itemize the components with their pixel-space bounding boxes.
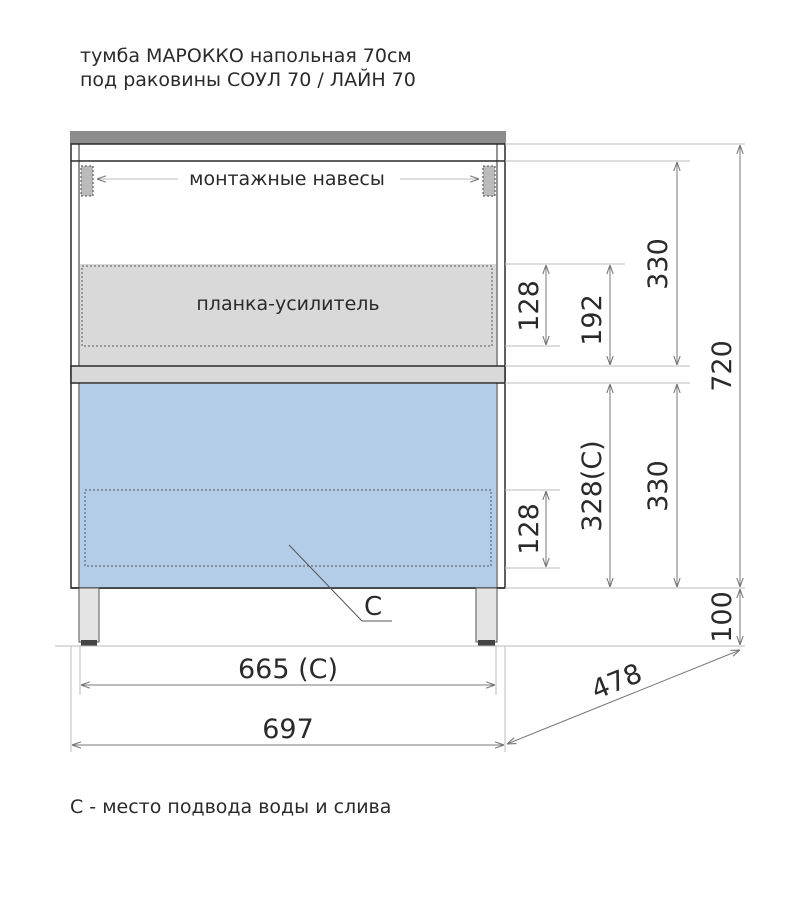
middle-shelf (70, 365, 506, 384)
connection-zone (80, 384, 496, 588)
reinforcement-dotted (81, 265, 493, 347)
dim-plank-128: 128 (514, 280, 545, 332)
footnote: С - место подвода воды и слива (70, 796, 392, 818)
reinforcement-zone (80, 264, 496, 366)
top-panel (70, 131, 506, 144)
leg-left-foot (81, 640, 97, 646)
leg-right-foot (478, 640, 495, 646)
dim-total-720: 720 (707, 340, 738, 392)
leg-left (78, 587, 100, 643)
dim-depth-478: 478 (587, 658, 646, 706)
dim-total-697: 697 (262, 714, 314, 745)
dim-upper-330: 330 (643, 238, 674, 290)
dim-inner-665: 665 (С) (238, 654, 338, 685)
lower-plank-dotted (84, 489, 492, 567)
dim-lower-328: 328(С) (577, 440, 608, 531)
hanger-left (80, 165, 94, 197)
title-block: тумба МАРОККО напольная 70см под раковин… (80, 44, 416, 92)
dim-line-478 (507, 650, 740, 744)
dim-lower-330: 330 (643, 460, 674, 512)
title-line-1: тумба МАРОККО напольная 70см (80, 45, 412, 67)
title-line-2: под раковины СОУЛ 70 / ЛАЙН 70 (80, 69, 416, 91)
reinforcement-label: планка-усилитель (196, 293, 379, 315)
hangers-label: монтажные навесы (189, 168, 385, 190)
hanger-right (482, 165, 496, 197)
leg-right (475, 587, 498, 643)
dim-legs-100: 100 (707, 591, 738, 643)
connection-label: С (364, 592, 382, 622)
dim-plank-192: 192 (577, 294, 608, 346)
dim-lower-128: 128 (514, 503, 545, 555)
connection-leader (288, 544, 392, 622)
